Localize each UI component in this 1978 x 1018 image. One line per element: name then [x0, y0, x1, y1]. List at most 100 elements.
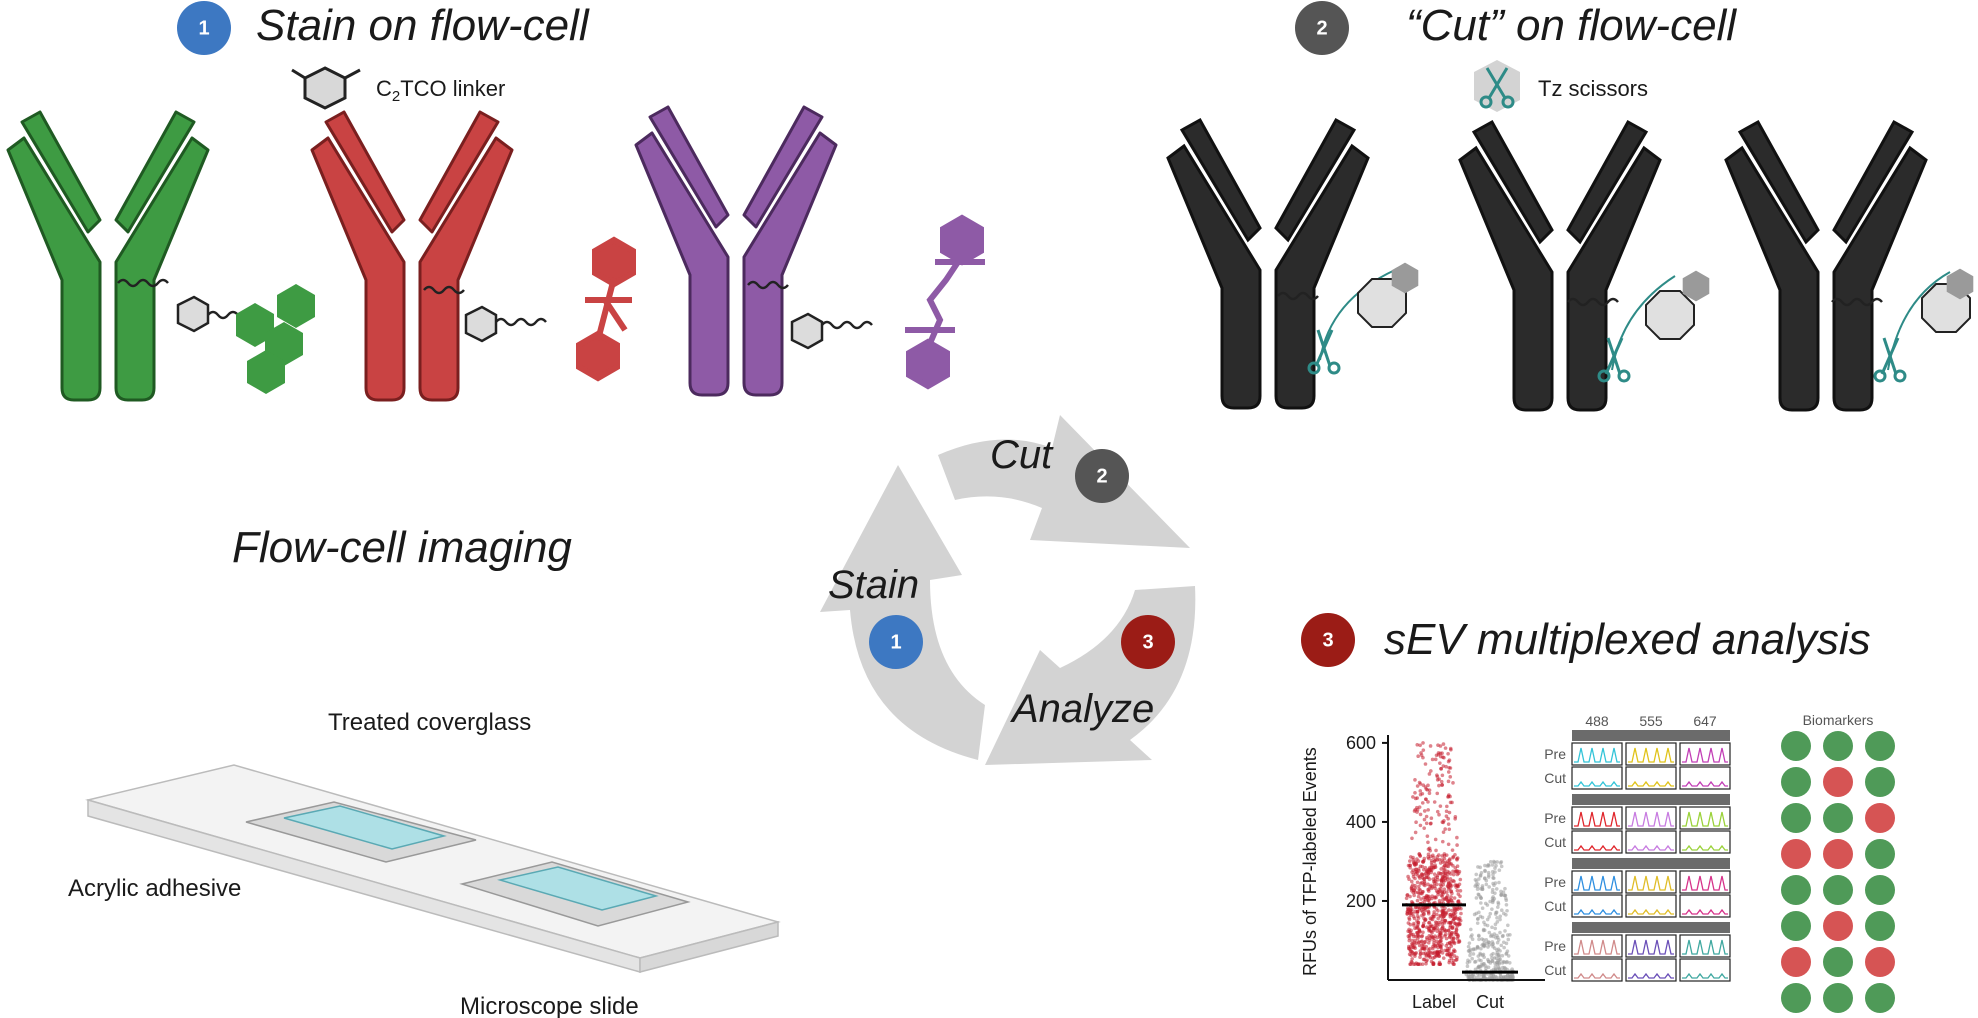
scatter-point: [1487, 943, 1492, 947]
scatter-point: [1470, 956, 1474, 961]
scatter-point: [1480, 963, 1485, 968]
scatter-point: [1436, 743, 1440, 747]
x-category-label: Label: [1412, 992, 1456, 1012]
scatter-point: [1451, 936, 1456, 941]
scatter-point: [1504, 896, 1508, 901]
spectra-trace: [1682, 747, 1728, 763]
scatter-point: [1501, 940, 1506, 945]
scatter-point: [1448, 794, 1452, 799]
biomarker-dot: [1823, 911, 1853, 941]
scatter-point: [1495, 933, 1499, 938]
scatter-point: [1491, 895, 1495, 899]
scatter-point: [1426, 808, 1430, 812]
scatter-points: [1402, 741, 1518, 982]
cleaved-linker-3: [1831, 268, 1974, 383]
scatter-point: [1436, 752, 1441, 757]
scatter-point: [1412, 893, 1416, 898]
scatter-point: [1417, 943, 1422, 948]
coverglass-1: [283, 805, 447, 850]
scatter-point: [1427, 788, 1432, 792]
scatter-point: [1410, 938, 1415, 943]
scatter-point: [1429, 769, 1433, 773]
scatter-point: [1467, 948, 1472, 953]
scatter-point: [1439, 939, 1443, 943]
scatter-point: [1501, 890, 1506, 894]
scatter-point: [1503, 929, 1507, 933]
scatter-point: [1430, 757, 1435, 762]
scatter-point: [1442, 887, 1447, 892]
scatter-point: [1418, 812, 1423, 817]
scatter-point: [1455, 835, 1459, 840]
scatter-point: [1410, 836, 1414, 841]
channel-label: 647: [1693, 713, 1717, 729]
scatter-point: [1411, 795, 1415, 799]
spectra-trace: [1682, 908, 1728, 915]
scatter-point: [1443, 746, 1448, 750]
spectra-cell: [1625, 830, 1677, 854]
scatter-point: [1437, 857, 1442, 862]
scatter-point: [1433, 837, 1438, 842]
adhesive-label: Acrylic adhesive: [68, 875, 241, 902]
scatter-point: [1492, 956, 1497, 960]
scatter-point: [1413, 807, 1417, 812]
scatter-point: [1427, 791, 1432, 796]
scatter-point: [1443, 918, 1448, 923]
antibody-dark-3-icon: [1724, 120, 1928, 412]
spectra-cell: [1571, 766, 1623, 790]
scatter-point: [1409, 879, 1414, 884]
antibody-green-icon: [6, 110, 210, 402]
scatter-point: [1443, 827, 1447, 831]
scatter-point: [1411, 914, 1416, 919]
scatter-point: [1424, 896, 1429, 900]
scatter-point: [1435, 809, 1440, 814]
scatter-point: [1490, 869, 1495, 874]
scatter-point: [1497, 868, 1502, 873]
y-tick-label: 200: [1346, 891, 1376, 911]
channel-label: 555: [1639, 713, 1663, 729]
scatter-point: [1439, 779, 1444, 784]
scatter-point: [1452, 896, 1457, 900]
scatter-point: [1432, 872, 1437, 876]
scatter-point: [1473, 884, 1478, 888]
y-tick-label: 600: [1346, 733, 1376, 753]
cycle-arrow-analyze: [985, 586, 1196, 765]
scatter-point: [1446, 949, 1451, 953]
scatter-point: [1446, 880, 1451, 885]
cycle-badge-1: [869, 615, 923, 669]
scatter-point: [1413, 778, 1417, 782]
scatter-point: [1453, 852, 1457, 857]
spectra-trace: [1628, 908, 1674, 915]
scatter-point: [1455, 888, 1460, 893]
scatter-point: [1424, 821, 1429, 826]
scatter-point: [1433, 896, 1437, 900]
scatter-point: [1482, 920, 1486, 925]
biomarker-dot: [1865, 803, 1895, 833]
spectra-cell: [1625, 766, 1677, 790]
scatter-point: [1475, 945, 1480, 949]
spectra-cell: [1679, 830, 1731, 854]
scatter-point: [1418, 906, 1422, 910]
scatter-point: [1442, 856, 1447, 861]
scatter-point: [1481, 927, 1486, 932]
scatter-point: [1430, 863, 1434, 867]
scatter-point: [1415, 909, 1420, 914]
scatter-point: [1499, 893, 1504, 897]
scatter-point: [1503, 893, 1508, 898]
scatter-point: [1416, 890, 1420, 895]
scatter-point: [1451, 869, 1455, 874]
spectra-trace: [1574, 908, 1620, 915]
scatter-point: [1466, 944, 1471, 949]
scatter-point: [1429, 917, 1434, 921]
scatter-point: [1420, 864, 1425, 869]
scatter-point: [1443, 873, 1447, 878]
scatter-point: [1487, 930, 1492, 935]
scatter-point: [1439, 948, 1444, 952]
spectra-trace: [1574, 780, 1620, 787]
spectra-cell: [1679, 958, 1731, 982]
scatter-point: [1446, 816, 1450, 821]
scatter-point: [1427, 946, 1432, 951]
scatter-point: [1501, 933, 1505, 938]
antibody-red-icon: [310, 110, 514, 402]
scatter-point: [1422, 879, 1427, 884]
cycle-label-analyze: Analyze: [1010, 687, 1154, 731]
